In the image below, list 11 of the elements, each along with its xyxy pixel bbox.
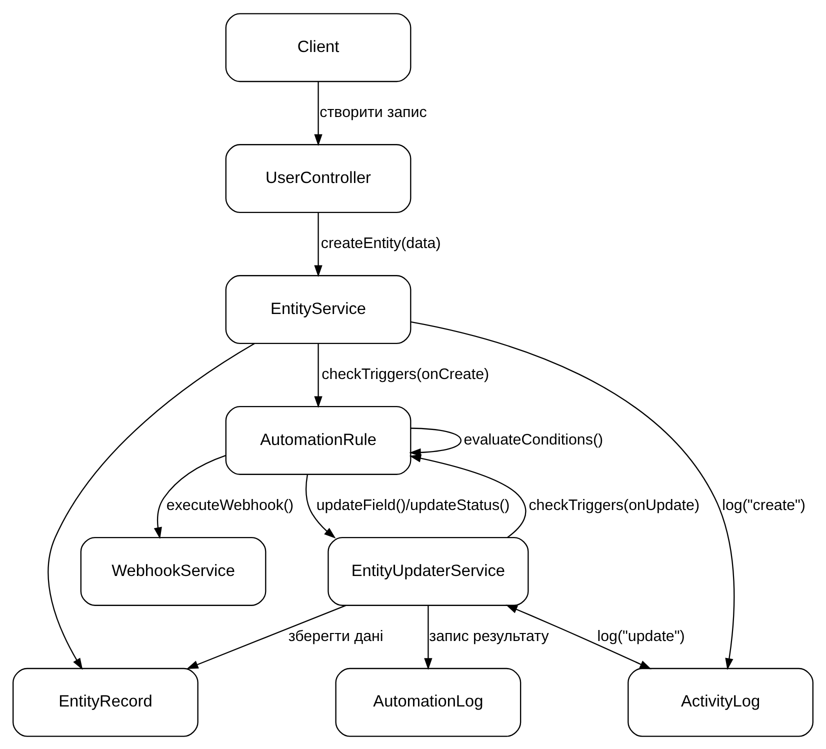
edge-label: log("update") xyxy=(597,627,685,644)
edge-label: запис результату xyxy=(429,627,549,644)
edge-label: зберегти дані xyxy=(288,627,384,644)
edge-label: створити запис xyxy=(320,104,427,121)
edge-label: executeWebhook() xyxy=(166,496,294,514)
edge-label: evaluateConditions() xyxy=(464,430,604,448)
edge-label: createEntity(data) xyxy=(320,234,441,252)
edge-label: log("create") xyxy=(722,496,806,514)
edge-label: checkTriggers(onCreate) xyxy=(322,365,490,382)
edge-label: checkTriggers(onUpdate) xyxy=(528,496,700,514)
edge-label: updateField()/updateStatus() xyxy=(316,496,510,514)
